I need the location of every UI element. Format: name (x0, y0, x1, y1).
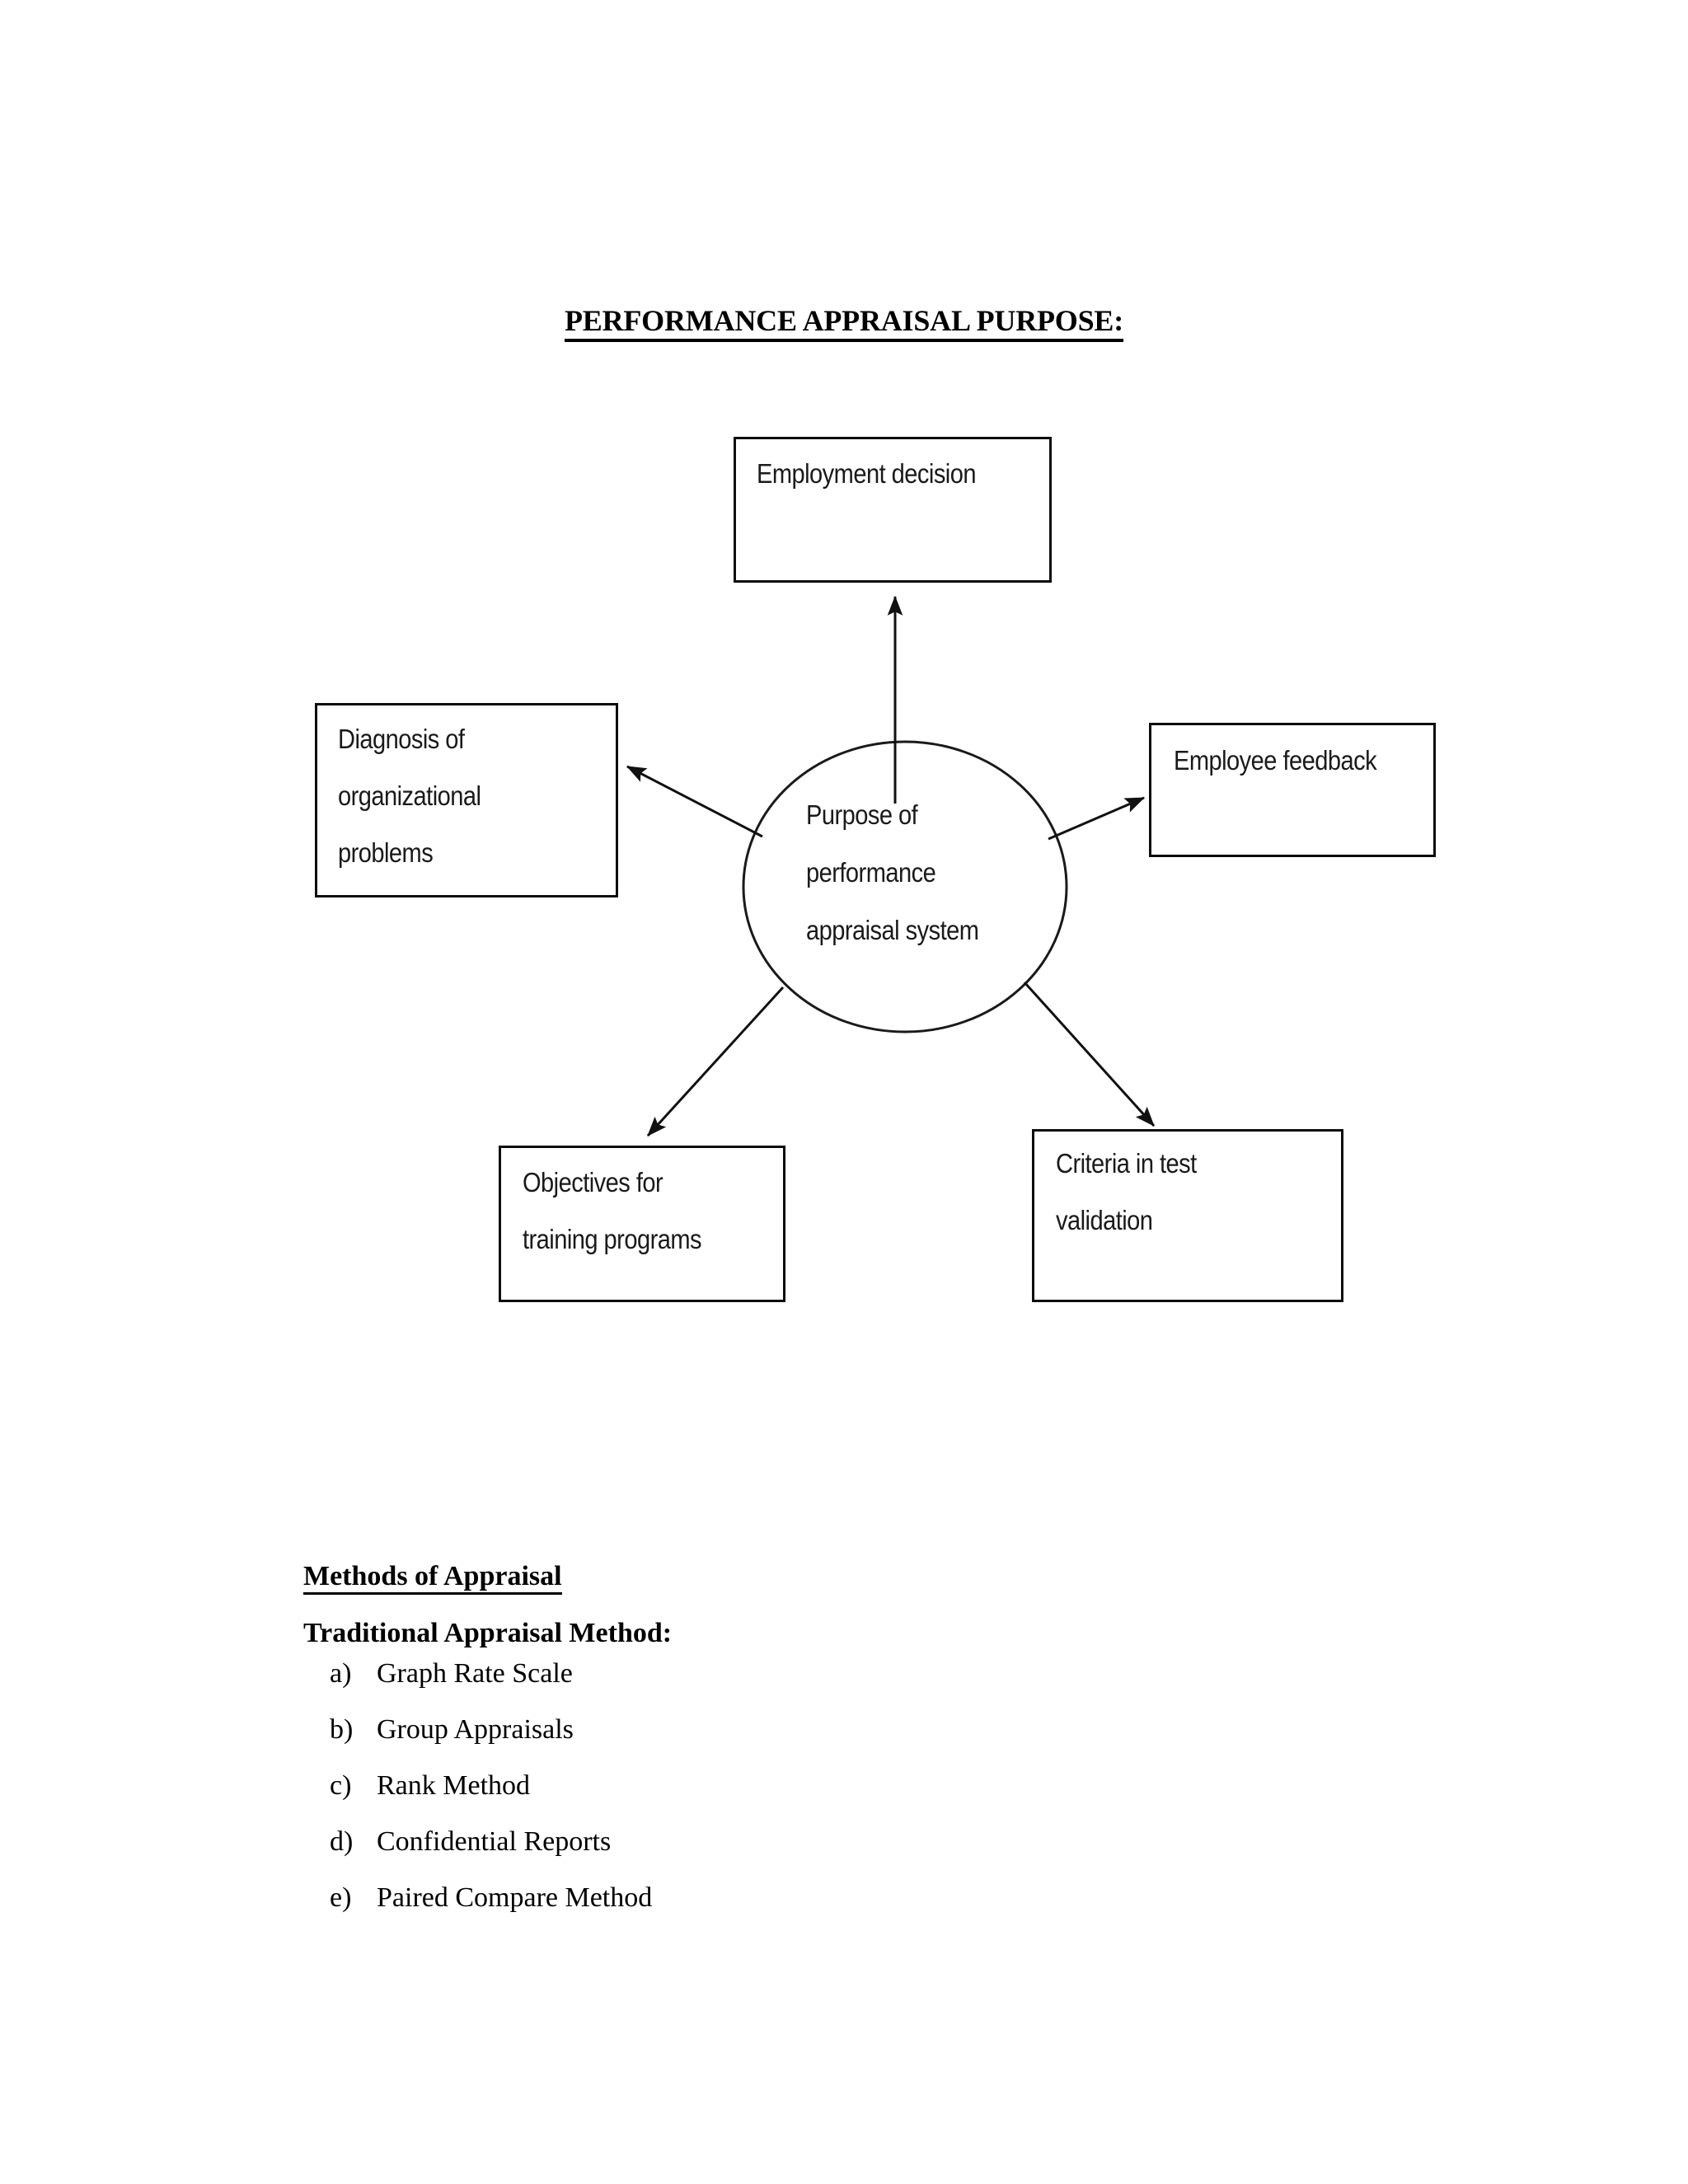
connector-to-objectives-training (646, 986, 785, 1137)
list-item-marker: c) (330, 1770, 352, 1801)
node-diagnosis-problems (315, 703, 618, 898)
diagram-connectors (626, 595, 1156, 1137)
list-item-label: Graph Rate Scale (377, 1658, 573, 1689)
list-item: e) Paired Compare Method (330, 1882, 1319, 1938)
node-employment-decision (734, 437, 1052, 583)
connector-to-employee-feedback (1048, 796, 1146, 841)
list-item-marker: b) (330, 1714, 354, 1745)
appraisal-methods-list: a) Graph Rate Scale b) Group Appraisals … (330, 1658, 1319, 1938)
list-item: b) Group Appraisals (330, 1714, 1319, 1770)
page-title-text: PERFORMANCE APPRAISAL PURPOSE: (564, 304, 1123, 342)
list-item-marker: d) (330, 1826, 354, 1857)
node-employee-feedback-label: Employee feedback (1174, 745, 1377, 776)
methods-heading: Methods of Appraisal (303, 1561, 562, 1595)
list-item-marker: e) (330, 1882, 352, 1913)
list-item-label: Confidential Reports (377, 1826, 612, 1857)
node-employee-feedback (1149, 723, 1436, 857)
performance-appraisal-purpose-diagram: Employment decision Diagnosis of organiz… (315, 437, 1436, 1302)
center-ellipse-outline (742, 740, 1068, 1033)
node-employment-decision-label: Employment decision (757, 458, 977, 489)
page-title: PERFORMANCE APPRAISAL PURPOSE: (0, 303, 1688, 342)
node-criteria-validation (1032, 1129, 1343, 1302)
list-item-marker: a) (330, 1658, 352, 1689)
connector-to-criteria-validation (1023, 981, 1156, 1127)
connector-to-diagnosis-problems (626, 765, 763, 838)
center-ellipse-label: Purpose of performance appraisal system (806, 799, 979, 945)
node-objectives-training (499, 1146, 785, 1302)
list-item: d) Confidential Reports (330, 1826, 1319, 1882)
node-criteria-validation-label: Criteria in test validation (1056, 1148, 1197, 1235)
list-item: c) Rank Method (330, 1770, 1319, 1826)
methods-subheading: Traditional Appraisal Method: (303, 1618, 673, 1648)
list-item: a) Graph Rate Scale (330, 1658, 1319, 1714)
list-item-label: Paired Compare Method (377, 1882, 653, 1913)
list-item-label: Rank Method (377, 1770, 531, 1801)
methods-heading-text: Methods of Appraisal (303, 1561, 562, 1595)
list-item-label: Group Appraisals (377, 1714, 574, 1745)
node-objectives-training-label: Objectives for training programs (523, 1167, 702, 1254)
node-diagnosis-problems-label: Diagnosis of organizational problems (338, 724, 481, 868)
